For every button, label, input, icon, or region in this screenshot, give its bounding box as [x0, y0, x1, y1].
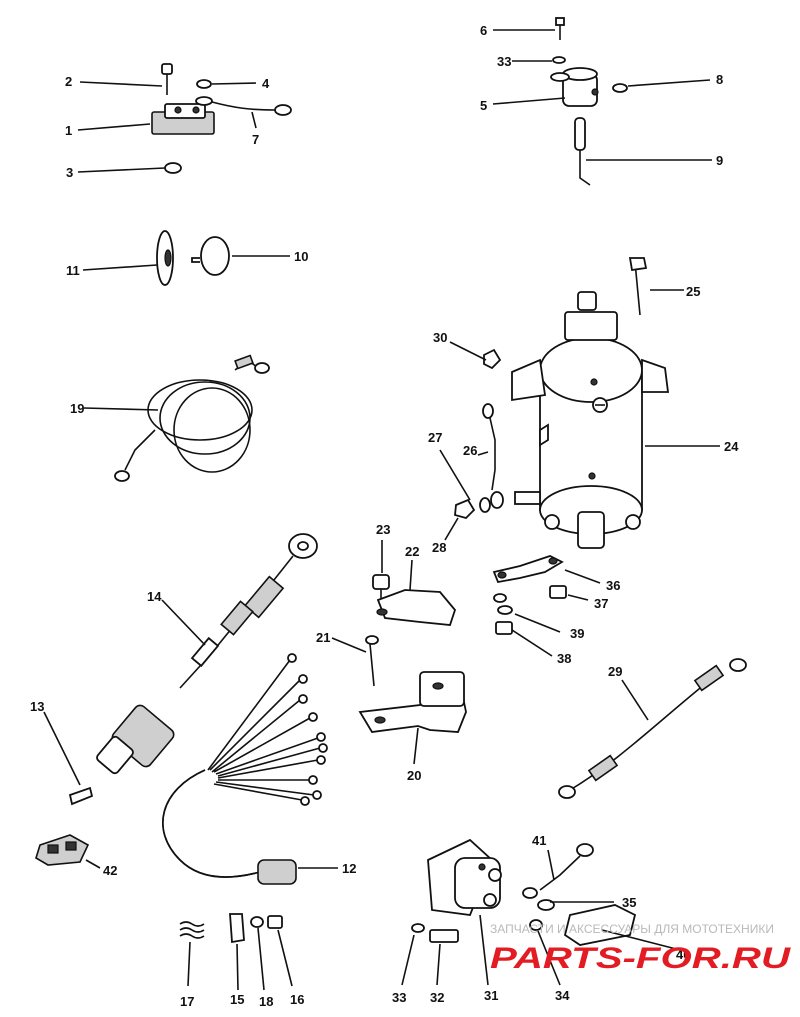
callout-14: 14 [147, 589, 162, 604]
callout-31: 31 [484, 988, 498, 1003]
callout-22: 22 [405, 544, 419, 559]
callout-18: 18 [259, 994, 273, 1009]
callout-33b: 33 [497, 54, 511, 69]
watermark: ЗАПЧАСТИ И АКСЕССУАРЫ ДЛЯ МОТОТЕХНИКИ PA… [490, 922, 792, 975]
callout-25: 25 [686, 284, 700, 299]
small-hardware-bottom-left [179, 913, 283, 944]
callout-1: 1 [65, 123, 72, 138]
callout-16: 16 [290, 992, 304, 1007]
callout-27: 27 [428, 430, 442, 445]
callout-32: 32 [430, 990, 444, 1005]
callout-5: 5 [480, 98, 487, 113]
callout-26: 26 [463, 443, 477, 458]
callout-40: 40 [676, 947, 690, 962]
callout-11: 11 [66, 263, 80, 278]
callout-39: 39 [570, 626, 584, 641]
bracket-20 [358, 635, 467, 733]
callout-13: 13 [30, 699, 44, 714]
callout-labels: 1 2 3 4 5 6 7 8 9 10 11 12 13 14 15 16 1… [30, 23, 739, 1009]
callout-29: 29 [608, 664, 622, 679]
callout-24: 24 [724, 439, 739, 454]
clip-42 [35, 834, 90, 866]
callout-41: 41 [532, 833, 546, 848]
callout-10: 10 [294, 249, 308, 264]
solenoid-hardware [522, 843, 637, 946]
relay-assembly [151, 63, 292, 174]
callout-17: 17 [180, 994, 194, 1009]
callout-42: 42 [103, 863, 117, 878]
callout-4: 4 [262, 76, 270, 91]
callout-34: 34 [555, 988, 570, 1003]
callout-12: 12 [342, 861, 356, 876]
starter-motor [511, 257, 670, 549]
callout-21: 21 [316, 630, 330, 645]
callout-7: 7 [252, 132, 259, 147]
ignition-switch-cable [68, 533, 318, 806]
callout-38: 38 [557, 651, 571, 666]
large-solenoid [411, 838, 502, 943]
wiring-harness [162, 653, 328, 885]
grommet-parts [156, 230, 230, 286]
callout-9: 9 [716, 153, 723, 168]
starter-hardware [454, 348, 504, 520]
callout-8: 8 [716, 72, 723, 87]
watermark-subtitle: ЗАПЧАСТИ И АКСЕССУАРЫ ДЛЯ МОТОТЕХНИКИ [490, 922, 774, 936]
callout-33a: 33 [392, 990, 406, 1005]
battery-cable [558, 658, 747, 799]
callout-30: 30 [433, 330, 447, 345]
callout-28: 28 [432, 540, 446, 555]
callout-20: 20 [407, 768, 421, 783]
callout-37: 37 [594, 596, 608, 611]
small-solenoid [550, 17, 628, 186]
callout-36: 36 [606, 578, 620, 593]
callout-2: 2 [65, 74, 72, 89]
watermark-logo: PARTS-FOR.RU [490, 942, 792, 975]
bracket-22 [372, 574, 457, 626]
callout-3: 3 [66, 165, 73, 180]
strap-hardware [492, 555, 567, 635]
coiled-cable [114, 354, 270, 482]
callout-23: 23 [376, 522, 390, 537]
callout-19: 19 [70, 401, 84, 416]
callout-6: 6 [480, 23, 487, 38]
callout-35: 35 [622, 895, 636, 910]
leader-lines [43, 29, 720, 991]
callout-15: 15 [230, 992, 244, 1007]
